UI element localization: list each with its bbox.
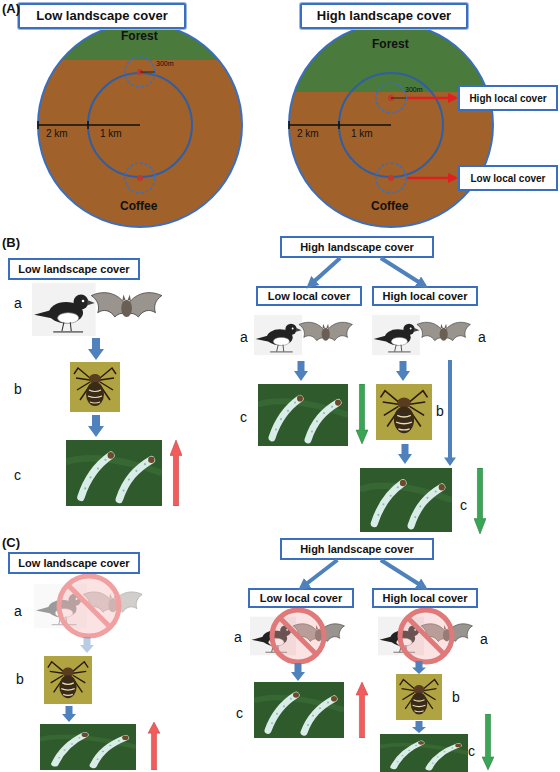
- flow-arrow: [301, 560, 337, 588]
- landscape-box: High landscape cover: [280, 236, 434, 258]
- landscape-box: Low landscape cover: [8, 552, 140, 574]
- local-cover-box: Low local cover: [256, 286, 362, 306]
- local-cover-box: High local cover: [372, 286, 478, 306]
- dimension-label: 1 km: [100, 129, 122, 139]
- box-text: Low local cover: [470, 173, 545, 184]
- trophic-letter: c: [468, 744, 475, 758]
- box-text: High local cover: [383, 592, 468, 604]
- box-text: High landscape cover: [300, 543, 414, 555]
- trophic-letter: c: [14, 468, 21, 482]
- box-text: Low local cover: [260, 592, 343, 604]
- trophic-letter: a: [234, 630, 242, 644]
- area-label: Coffee: [120, 200, 157, 212]
- box-text: Low landscape cover: [18, 557, 129, 569]
- local-cover-box: High local cover: [458, 85, 558, 111]
- box-text: High landscape cover: [300, 241, 414, 253]
- area-label: Forest: [372, 38, 409, 50]
- box-text: High local cover: [383, 290, 468, 302]
- trophic-letter: c: [240, 410, 247, 424]
- local-cover-box: Low local cover: [458, 165, 558, 191]
- local-cover-box: Low local cover: [248, 588, 354, 608]
- landscape-map-left: [30, 20, 250, 230]
- trophic-letter: b: [16, 672, 24, 686]
- landscape-map-right: [280, 20, 500, 230]
- area-label: Coffee: [371, 200, 408, 212]
- dimension-label: 300m: [405, 86, 423, 93]
- trophic-letter: b: [452, 690, 460, 704]
- trophic-letter: b: [14, 382, 22, 396]
- trophic-letter: a: [480, 632, 488, 646]
- trophic-letter: a: [240, 330, 248, 344]
- trophic-letter: b: [436, 404, 444, 418]
- box-text: High landscape cover: [317, 9, 451, 23]
- trophic-letter: a: [14, 604, 22, 618]
- box-text: Low landscape cover: [18, 263, 129, 275]
- panel-label: (B): [2, 236, 20, 249]
- box-text: Low local cover: [268, 290, 351, 302]
- trophic-letter: c: [460, 498, 467, 512]
- trophic-letter: c: [236, 706, 243, 720]
- landscape-box: Low landscape cover: [8, 258, 140, 280]
- box-text: High local cover: [469, 93, 546, 104]
- dimension-label: 300m: [156, 60, 174, 67]
- flow-arrow: [381, 258, 425, 286]
- dimension-label: 2 km: [46, 129, 68, 139]
- flow-arrow: [309, 258, 340, 286]
- area-label: Forest: [121, 30, 158, 42]
- flow-arrow: [381, 560, 425, 588]
- title-box: High landscape cover: [300, 3, 468, 29]
- local-cover-box: High local cover: [372, 588, 478, 608]
- panel-label: (C): [2, 536, 20, 549]
- title-box: Low landscape cover: [18, 3, 186, 29]
- box-text: Low landscape cover: [36, 9, 168, 23]
- trophic-letter: a: [478, 330, 486, 344]
- panel-label: (A): [2, 2, 20, 15]
- landscape-box: High landscape cover: [280, 538, 434, 560]
- dimension-label: 2 km: [297, 129, 319, 139]
- dimension-label: 1 km: [351, 129, 373, 139]
- trophic-letter: a: [14, 296, 22, 310]
